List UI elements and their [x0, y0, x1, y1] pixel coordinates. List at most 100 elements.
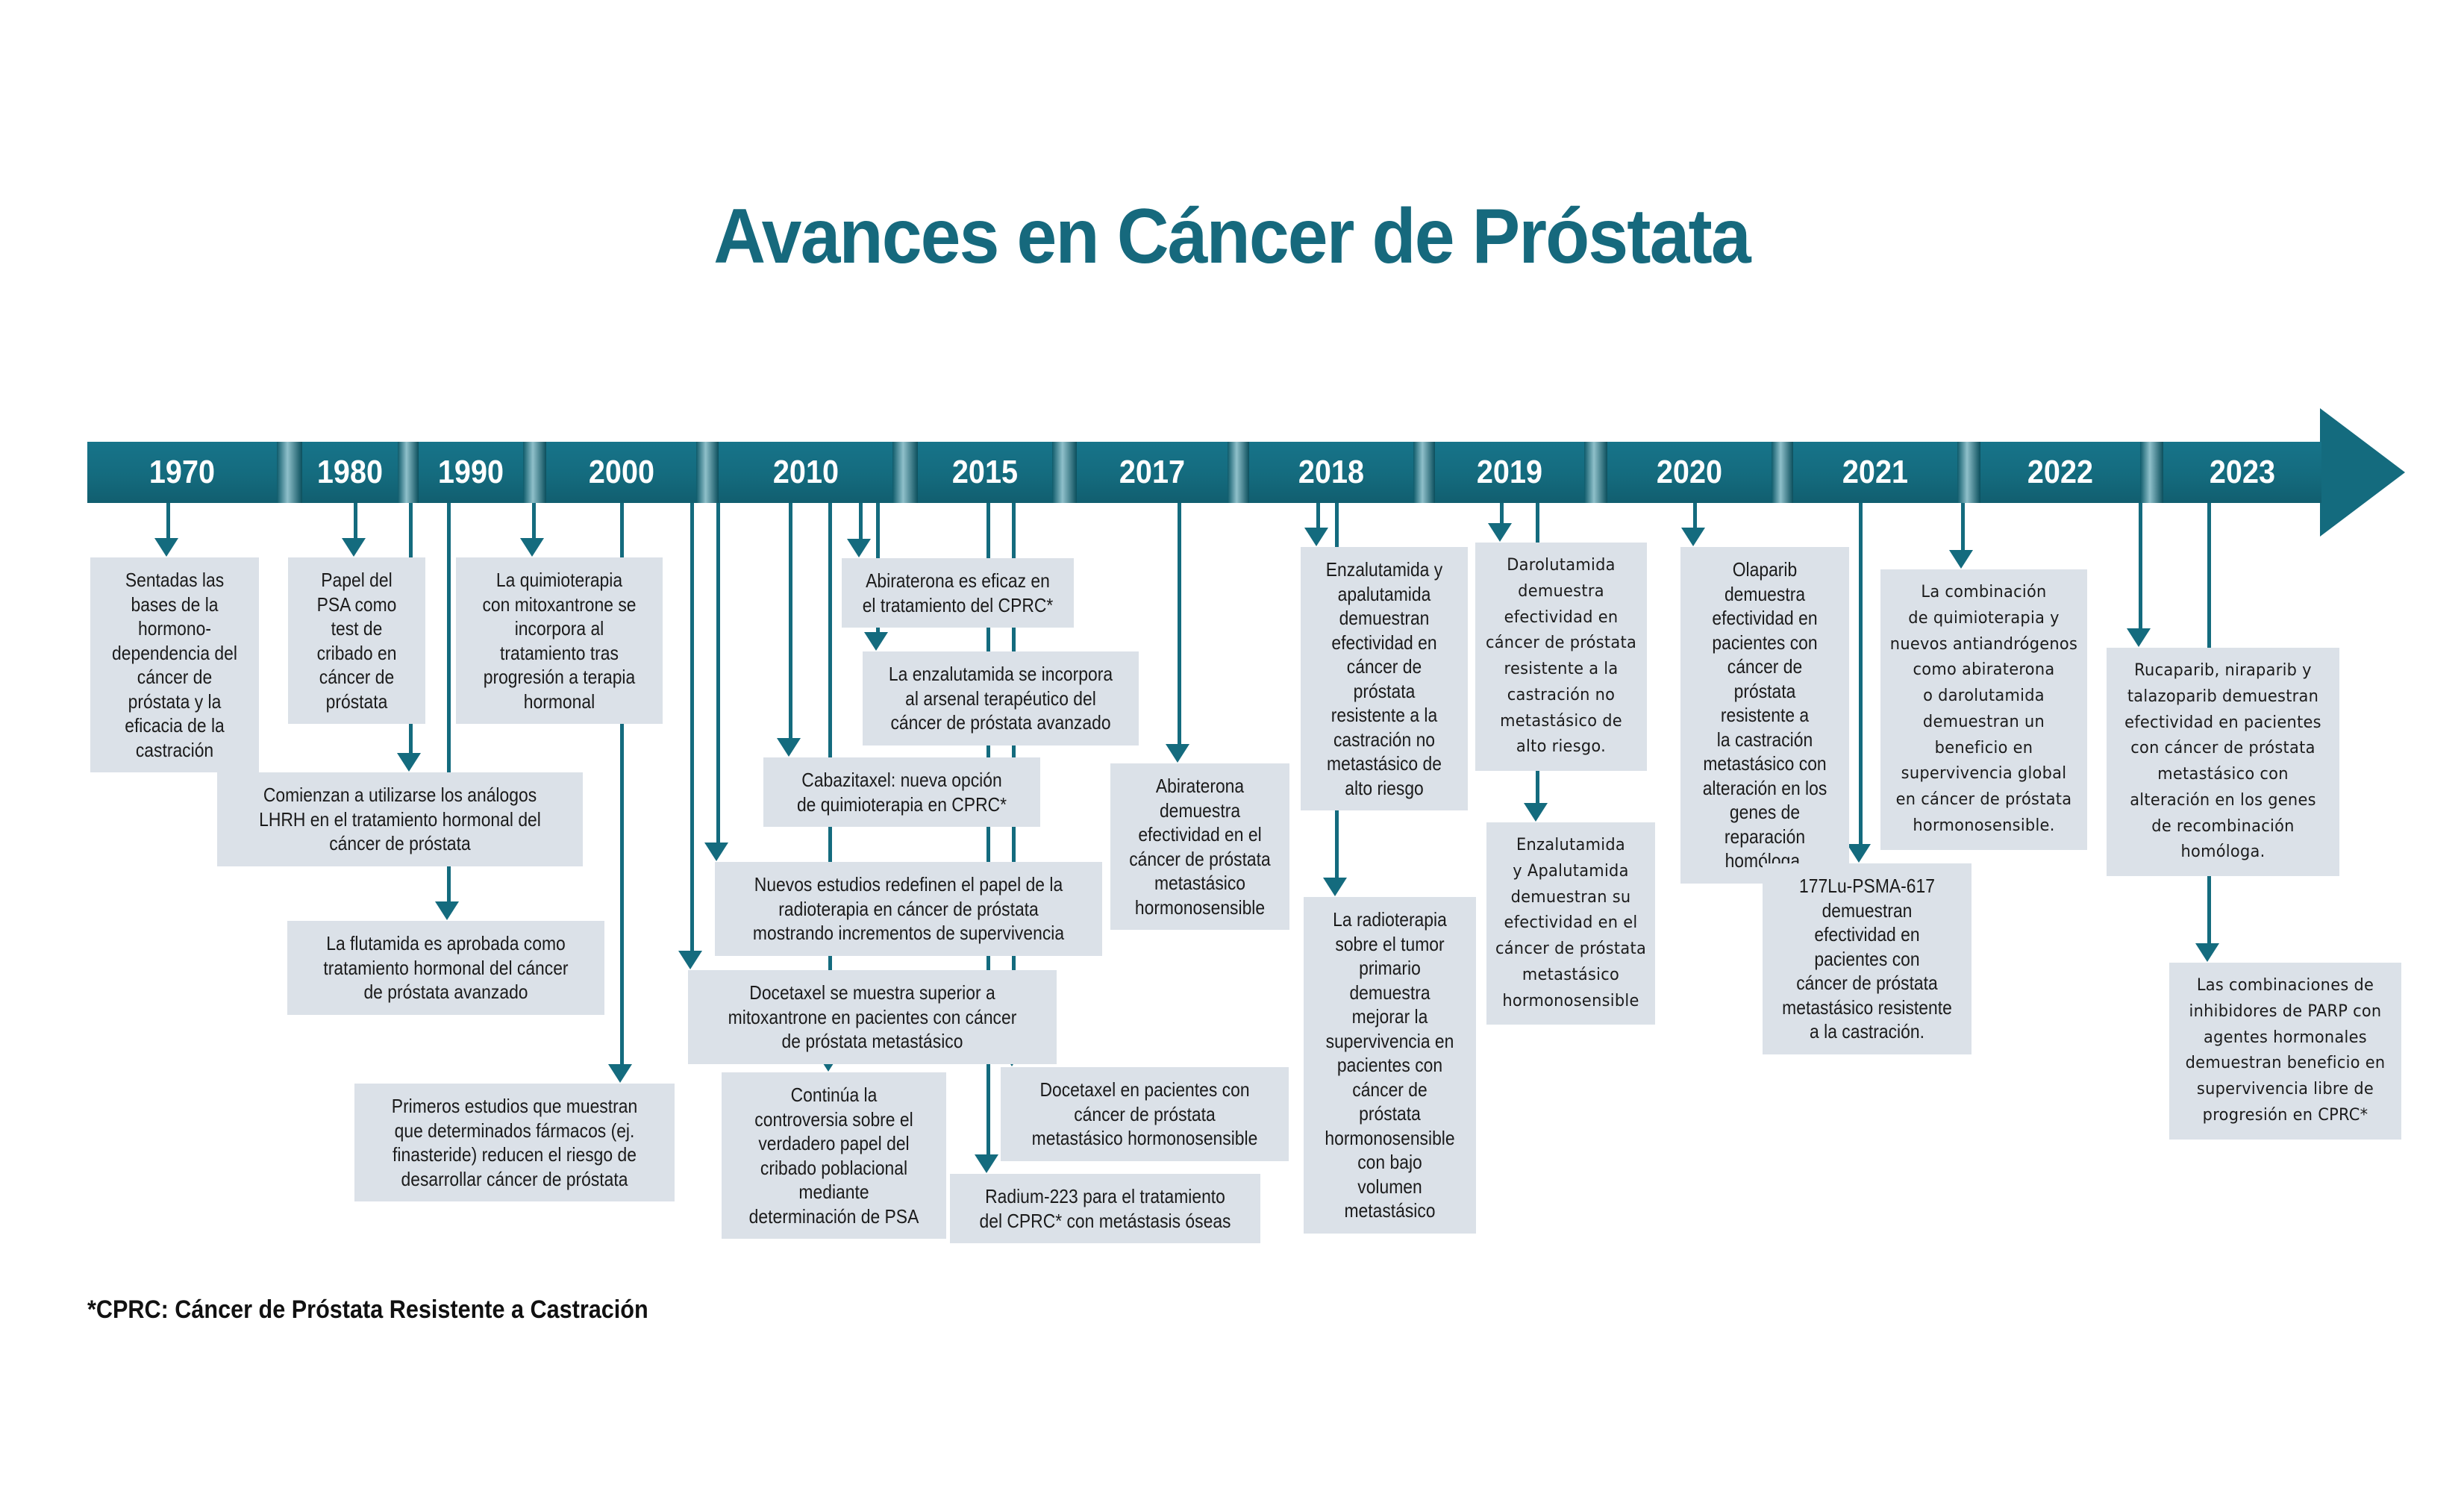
year-label: 2020 [1656, 454, 1723, 490]
milestone-box: Radium-223 para el tratamiento del CPRC*… [950, 1174, 1260, 1243]
down-arrow-head-icon [520, 538, 544, 557]
down-arrow-line [1961, 490, 1965, 557]
milestone-text: La combinación de quimioterapia y nuevos… [1889, 583, 2078, 835]
year-label: 1990 [437, 454, 504, 490]
down-arrow-line [2139, 490, 2142, 636]
milestone-text: La enzalutamida se incorpora al arsenal … [888, 663, 1113, 734]
down-arrow-head-icon [1323, 878, 1347, 896]
timeline-separator [1957, 442, 1980, 503]
down-arrow-head-icon [1166, 744, 1189, 763]
page-title: Avances en Cáncer de Próstata [0, 193, 2464, 281]
milestone-text: Cabazitaxel: nueva opción de quimioterap… [796, 769, 1007, 816]
milestone-text: Darolutamida demuestra efectividad en cá… [1485, 556, 1637, 757]
milestone-text: Enzalutamida y Apalutamida demuestran su… [1495, 836, 1647, 1010]
year-label: 2021 [1842, 454, 1909, 490]
down-arrow-head-icon [678, 951, 702, 969]
year-label: 2010 [772, 454, 839, 490]
milestone-box: La enzalutamida se incorpora al arsenal … [863, 651, 1139, 746]
timeline-segment-2010: 2010 [719, 442, 892, 503]
timeline-segment-1970: 1970 [87, 442, 277, 503]
timeline-separator [1228, 442, 1249, 503]
milestone-text: Radium-223 para el tratamiento del CPRC*… [979, 1185, 1231, 1232]
down-arrow-line [690, 490, 694, 958]
milestone-box: Primeros estudios que muestran que deter… [354, 1084, 675, 1201]
timeline-segment-2000: 2000 [546, 442, 696, 503]
year-label: 1970 [148, 454, 216, 490]
down-arrow-head-icon [397, 753, 421, 772]
timeline-segment-1980: 1980 [302, 442, 398, 503]
timeline-separator [1584, 442, 1607, 503]
milestone-text: Docetaxel se muestra superior a mitoxant… [728, 981, 1017, 1052]
timeline-segment-2018: 2018 [1249, 442, 1413, 503]
year-label: 2000 [588, 454, 654, 490]
timeline-separator [696, 442, 719, 503]
timeline-separator [1413, 442, 1435, 503]
down-arrow-head-icon [435, 901, 459, 920]
down-arrow-line [166, 490, 170, 546]
down-arrow-head-icon [1488, 523, 1512, 542]
timeline-segment-2019: 2019 [1435, 442, 1584, 503]
milestone-text: La quimioterapia con mitoxantrone se inc… [482, 569, 637, 713]
year-label: 2022 [2027, 454, 2094, 490]
year-label: 2017 [1119, 454, 1186, 490]
milestone-box: Darolutamida demuestra efectividad en cá… [1475, 543, 1647, 771]
timeline-arrowhead-icon [2320, 408, 2405, 537]
down-arrow-line [1178, 490, 1181, 751]
milestone-text: Sentadas las bases de la hormono- depend… [112, 569, 237, 761]
down-arrow-head-icon [864, 632, 888, 651]
milestone-box: Abiraterona es eficaz en el tratamiento … [842, 558, 1074, 628]
down-arrow-head-icon [1847, 844, 1871, 863]
down-arrow-head-icon [777, 738, 801, 757]
timeline-separator [1772, 442, 1793, 503]
year-label: 2019 [1476, 454, 1543, 490]
milestone-text: Abiraterona es eficaz en el tratamiento … [862, 569, 1054, 616]
milestone-box: Abiraterona demuestra efectividad en el … [1110, 763, 1289, 930]
milestone-text: Primeros estudios que muestran que deter… [391, 1095, 638, 1190]
down-arrow-head-icon [1949, 550, 1973, 569]
footnote: *CPRC: Cáncer de Próstata Resistente a C… [87, 1295, 648, 1324]
down-arrow-line [859, 490, 863, 546]
timeline-segment-2023: 2023 [2163, 442, 2321, 503]
down-arrow-line [354, 490, 357, 546]
down-arrow-head-icon [154, 538, 178, 557]
milestone-box: Comienzan a utilizarse los análogos LHRH… [217, 772, 583, 866]
down-arrow-line [1500, 490, 1504, 531]
milestone-text: Olaparib demuestra efectividad en pacien… [1702, 558, 1827, 872]
milestone-text: Papel del PSA como test de cribado en cá… [316, 569, 397, 713]
milestone-text: Enzalutamida y apalutamida demuestran ef… [1325, 558, 1443, 799]
milestone-box: Rucaparib, niraparib y talazoparib demue… [2107, 648, 2339, 876]
down-arrow-line [789, 490, 792, 746]
down-arrow-head-icon [1681, 528, 1705, 546]
milestone-text: 177Lu-PSMA-617 demuestran efectividad en… [1782, 875, 1952, 1043]
down-arrow-head-icon [2127, 628, 2151, 647]
year-label: 2018 [1298, 454, 1365, 490]
milestone-box: La radioterapia sobre el tumor primario … [1304, 897, 1476, 1234]
timeline-segment-2021: 2021 [1793, 442, 1957, 503]
milestone-text: Nuevos estudios redefinen el papel de la… [752, 873, 1065, 944]
milestone-box: La quimioterapia con mitoxantrone se inc… [456, 557, 663, 724]
milestone-box: Nuevos estudios redefinen el papel de la… [715, 862, 1102, 956]
timeline-segment-2022: 2022 [1980, 442, 2140, 503]
year-label: 2015 [951, 454, 1019, 490]
down-arrow-line [1316, 490, 1320, 535]
down-arrow-head-icon [975, 1154, 998, 1173]
page-title-text: Avances en Cáncer de Próstata [713, 193, 1751, 280]
milestone-text: Comienzan a utilizarse los análogos LHRH… [259, 784, 541, 854]
milestone-box: La flutamida es aprobada como tratamient… [287, 921, 604, 1015]
milestone-box: Enzalutamida y Apalutamida demuestran su… [1486, 822, 1655, 1025]
milestone-text: Continúa la controversia sobre el verdad… [748, 1084, 919, 1228]
milestone-box: La combinación de quimioterapia y nuevos… [1880, 569, 2087, 850]
milestone-box: Las combinaciones de inhibidores de PARP… [2169, 963, 2401, 1140]
down-arrow-line [1693, 490, 1697, 535]
down-arrow-head-icon [847, 539, 871, 557]
milestone-box: Docetaxel se muestra superior a mitoxant… [688, 970, 1057, 1064]
down-arrow-head-icon [2195, 943, 2219, 962]
down-arrow-head-icon [342, 538, 366, 557]
milestone-text: La radioterapia sobre el tumor primario … [1325, 908, 1455, 1222]
milestone-box: Cabazitaxel: nueva opción de quimioterap… [763, 757, 1040, 827]
milestone-box: Olaparib demuestra efectividad en pacien… [1680, 547, 1849, 884]
down-arrow-line [447, 490, 451, 909]
year-label: 1980 [316, 454, 384, 490]
down-arrow-head-icon [1304, 528, 1328, 546]
